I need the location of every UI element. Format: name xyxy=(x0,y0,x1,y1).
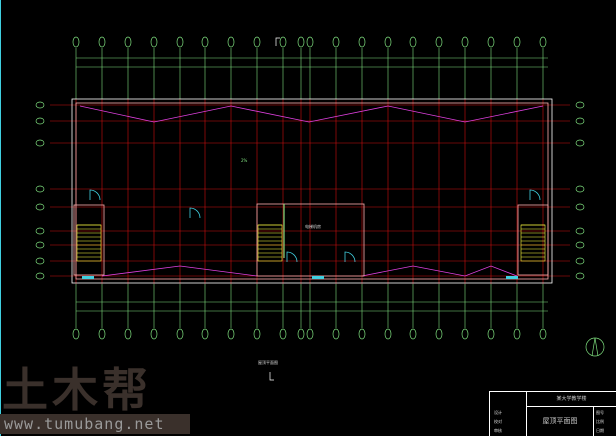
axis-bubble xyxy=(297,328,305,340)
title-block: 某大学教学楼 屋顶平面图 设计 校对 审核 图号 比例 日期 xyxy=(489,391,616,436)
axis-bubble xyxy=(297,36,305,48)
stair-room xyxy=(73,204,105,276)
axis-bubble xyxy=(575,257,585,265)
cell: 审核 xyxy=(494,428,502,433)
axis-bubble xyxy=(35,203,45,211)
axis-bubble xyxy=(72,328,80,340)
axis-bubble xyxy=(435,36,443,48)
drawing-name: 屋顶平面图 xyxy=(526,406,594,436)
drain-outlet xyxy=(312,276,324,279)
cell: 比例 xyxy=(596,419,604,424)
door xyxy=(89,189,101,201)
drainage-ridge xyxy=(79,105,544,123)
elevator-machine-room xyxy=(256,203,365,277)
axis-bubble xyxy=(461,328,469,340)
axis-bubble xyxy=(513,328,521,340)
stair-room xyxy=(517,204,549,276)
drain-outlet xyxy=(82,276,94,279)
axis-bubble xyxy=(384,36,392,48)
axis-bubble xyxy=(332,36,340,48)
door xyxy=(529,189,541,201)
axis-bubble xyxy=(575,139,585,147)
drain-outlet xyxy=(506,276,518,279)
axis-bubble xyxy=(435,328,443,340)
axis-bubble xyxy=(150,328,158,340)
axis-bubble xyxy=(176,328,184,340)
axis-bubble xyxy=(513,36,521,48)
plan-label: 屋顶平面图 xyxy=(258,360,278,365)
axis-bubble xyxy=(253,36,261,48)
north-arrow-icon xyxy=(591,337,599,357)
axis-bubble xyxy=(124,328,132,340)
axis-bubble xyxy=(72,36,80,48)
axis-bubble xyxy=(35,185,45,193)
axis-bubble xyxy=(98,328,106,340)
axis-bubble xyxy=(487,328,495,340)
watermark-logo: 土木帮 xyxy=(2,363,152,417)
axis-bubble xyxy=(176,36,184,48)
axis-bubble xyxy=(98,36,106,48)
axis-bubble xyxy=(409,328,417,340)
axis-bubble xyxy=(253,328,261,340)
axis-bubble xyxy=(358,328,366,340)
axis-bubble xyxy=(201,328,209,340)
cell: 设计 xyxy=(494,410,502,415)
axis-bubble xyxy=(124,36,132,48)
axis-bubble xyxy=(575,227,585,235)
axis-bubble xyxy=(35,139,45,147)
axis-bubble xyxy=(539,328,547,340)
door xyxy=(344,251,356,263)
section-mark xyxy=(275,37,280,46)
axis-bubble xyxy=(306,328,314,340)
axis-bubble xyxy=(227,36,235,48)
drainage-ridge xyxy=(101,265,258,277)
cell: 日期 xyxy=(596,428,604,433)
axis-bubble xyxy=(279,36,287,48)
axis-bubble xyxy=(35,272,45,280)
room-label: 电梯机房 xyxy=(305,224,321,229)
watermark-url: www.tumubang.net xyxy=(0,414,190,434)
axis-bubble xyxy=(358,36,366,48)
axis-bubble xyxy=(575,203,585,211)
axis-bubble xyxy=(35,257,45,265)
stair xyxy=(520,224,546,262)
axis-bubble xyxy=(409,36,417,48)
stair xyxy=(76,224,102,262)
axis-bubble xyxy=(306,36,314,48)
axis-bubble xyxy=(201,36,209,48)
axis-bubble xyxy=(35,101,45,109)
axis-bubble xyxy=(35,241,45,249)
drainage-ridge xyxy=(361,265,518,277)
axis-bubble xyxy=(575,272,585,280)
roof-outline xyxy=(71,98,553,284)
stair xyxy=(257,224,283,262)
door xyxy=(189,207,201,219)
axis-bubble xyxy=(227,328,235,340)
axis-bubble xyxy=(575,101,585,109)
axis-bubble xyxy=(539,36,547,48)
axis-bubble xyxy=(575,117,585,125)
axis-bubble xyxy=(487,36,495,48)
cell: 图号 xyxy=(596,410,604,415)
axis-bubble xyxy=(575,185,585,193)
axis-bubble xyxy=(150,36,158,48)
north-arrow-icon xyxy=(585,337,605,357)
project-name: 某大学教学楼 xyxy=(526,392,616,407)
axis-bubble xyxy=(279,328,287,340)
axis-bubble xyxy=(35,117,45,125)
parapet xyxy=(75,102,549,280)
axis-bubble xyxy=(575,241,585,249)
section-mark xyxy=(269,372,274,381)
axis-bubble xyxy=(35,227,45,235)
axis-bubble xyxy=(461,36,469,48)
axis-bubble xyxy=(384,328,392,340)
slope-label: 2% xyxy=(241,158,248,163)
door xyxy=(286,251,298,263)
axis-bubble xyxy=(332,328,340,340)
cell: 校对 xyxy=(494,419,502,424)
